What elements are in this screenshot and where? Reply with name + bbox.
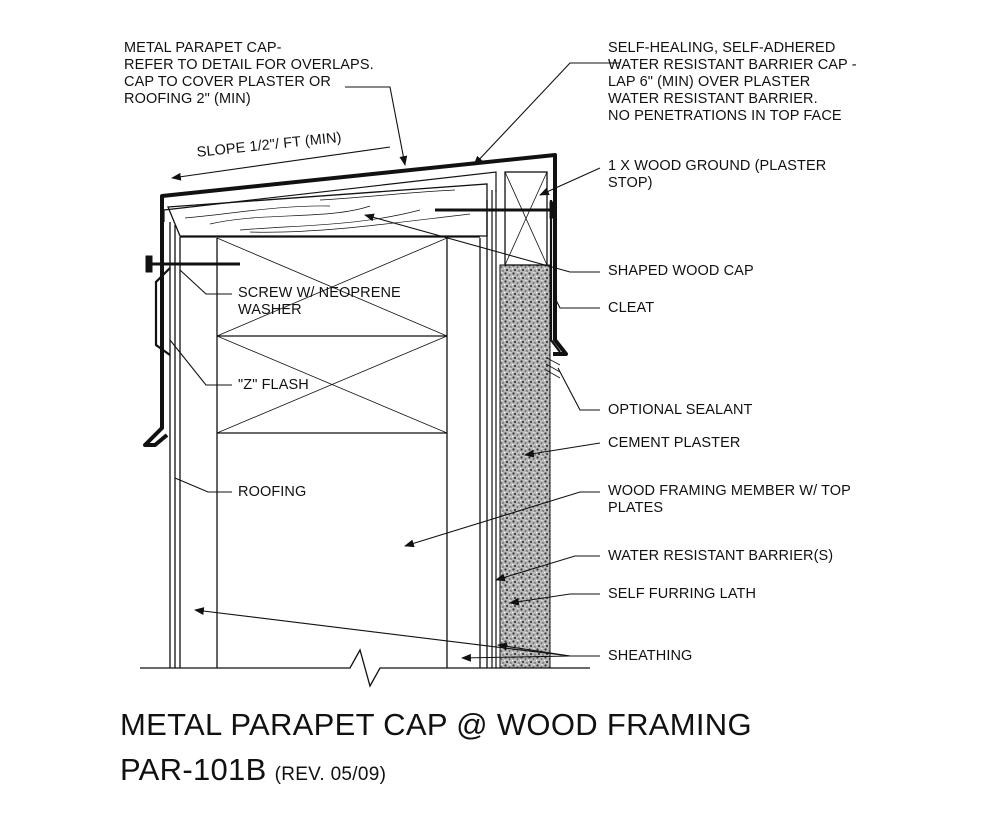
label-sheathing: SHEATHING — [608, 648, 693, 664]
sheathing — [179, 200, 488, 668]
cleat — [549, 200, 561, 353]
optional-sealant — [545, 357, 561, 379]
label-roofing: ROOFING — [238, 484, 307, 500]
screw-right — [435, 201, 557, 219]
label-screw: SCREW W/ NEOPRENE WASHER — [238, 285, 401, 318]
revision-date: (REV. 05/09) — [274, 764, 387, 785]
detail-title: METAL PARAPET CAP @ WOOD FRAMING — [120, 707, 752, 742]
label-cleat: CLEAT — [608, 300, 655, 316]
metal-parapet-cap — [143, 153, 568, 447]
cement-plaster — [499, 264, 551, 669]
wood-ground — [504, 171, 548, 266]
leader-lines — [169, 62, 620, 662]
label-wood-ground: 1 x WOOD GROUND (PLASTER STOP) — [608, 158, 827, 191]
label-water-resistant-barrier: WATER RESISTANT BARRIER(S) — [608, 548, 834, 564]
label-shaped-wood-cap: SHAPED WOOD CAP — [608, 263, 754, 279]
screw-left — [145, 255, 240, 273]
label-z-flash: "Z" FLASH — [238, 377, 309, 393]
detail-code: PAR-101B (REV. 05/09) — [120, 752, 386, 788]
roofing-layer — [169, 222, 176, 668]
label-self-healing-wrb-cap: SELF-HEALING, SELF-ADHERED WATER RESISTA… — [608, 40, 857, 124]
label-optional-sealant: OPTIONAL SEALANT — [608, 402, 753, 418]
label-metal-parapet-cap: METAL PARAPET CAP- REFER TO DETAIL FOR O… — [124, 40, 374, 107]
wood-framing-member — [180, 236, 481, 668]
z-flash — [154, 267, 171, 356]
break-line — [140, 648, 590, 688]
label-wood-framing-member: WOOD FRAMING MEMBER W/ TOP PLATES — [608, 483, 851, 516]
detail-number: PAR-101B — [120, 752, 267, 787]
label-cement-plaster: CEMENT PLASTER — [608, 435, 741, 451]
label-self-furring-lath: SELF FURRING LATH — [608, 586, 757, 602]
water-resistant-barrier — [491, 190, 497, 668]
shaped-wood-cap — [167, 183, 488, 237]
